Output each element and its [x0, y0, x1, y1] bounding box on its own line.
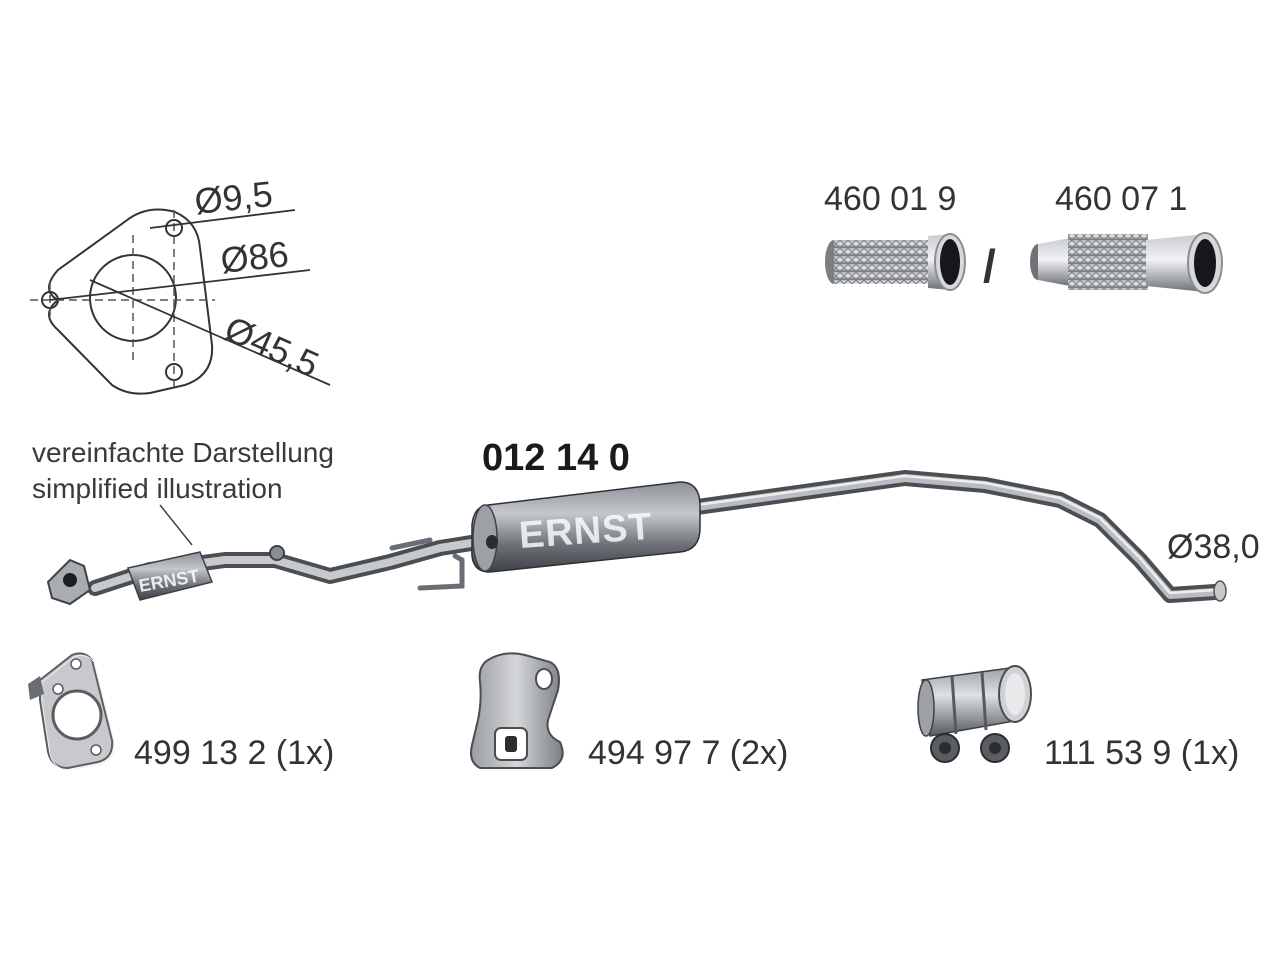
- sensor-boss: [269, 545, 285, 561]
- catalytic-converter: ERNST: [126, 551, 214, 601]
- flex-pipe-separator: /: [983, 240, 996, 292]
- muffler: [471, 481, 701, 573]
- flex-pipe-a-label: 460 01 9: [824, 180, 956, 218]
- bore-label: Ø45,5: [219, 308, 325, 385]
- note-leader-line: [159, 504, 193, 546]
- flex-pipe-b: [1030, 232, 1223, 294]
- hanger-bracket: [417, 553, 465, 591]
- outlet-diameter-label: Ø38,0: [1167, 528, 1260, 566]
- main-part-number: 012 14 0: [482, 437, 630, 479]
- bolt-circle-label: Ø86: [219, 233, 291, 281]
- tail-pipe-end: [1213, 580, 1227, 602]
- flex-pipe-b-label: 460 07 1: [1055, 180, 1187, 218]
- gasket-icon: [28, 652, 115, 771]
- hole-diameter-label: Ø9,5: [193, 173, 275, 222]
- flange-drawing: [30, 208, 331, 395]
- pipe-clamp-icon: [917, 665, 1032, 763]
- rubber-hanger-label: 494 97 7 (2x): [588, 734, 788, 772]
- exhaust-system: ERNST: [46, 470, 1227, 606]
- flex-pipe-a: [825, 233, 966, 291]
- note-german: vereinfachte Darstellung: [32, 437, 334, 468]
- rubber-hanger-icon: [470, 652, 564, 769]
- flange-outline: [48, 208, 214, 395]
- pipe-clamp-label: 111 53 9 (1x): [1044, 734, 1239, 772]
- gasket-label: 499 13 2 (1x): [134, 734, 334, 772]
- note-english: simplified illustration: [32, 473, 283, 504]
- muffler-brand: ERNST: [518, 506, 654, 557]
